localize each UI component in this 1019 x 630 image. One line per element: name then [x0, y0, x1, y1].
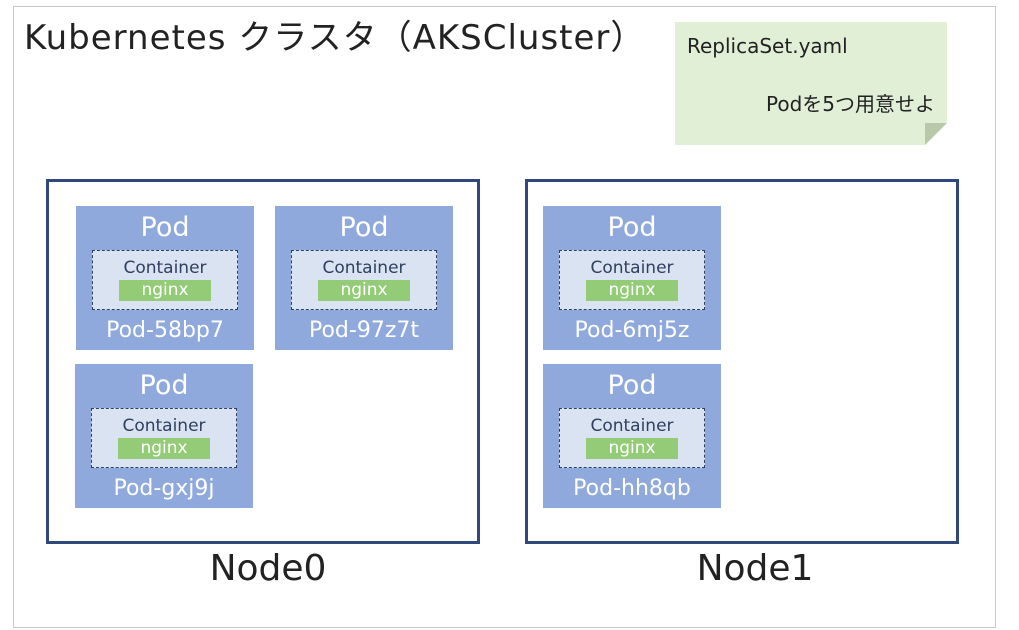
pod-name: Pod-gxj9j	[113, 476, 215, 501]
container-label: Container	[590, 416, 674, 436]
container-box: Container nginx	[92, 250, 238, 310]
pod-title: Pod	[607, 370, 657, 401]
node-label-0: Node0	[209, 548, 327, 589]
image-label: nginx	[318, 280, 410, 301]
pod-title: Pod	[339, 212, 389, 243]
pod-name: Pod-97z7t	[308, 318, 419, 343]
cluster-title: Kubernetes クラスタ（AKSCluster）	[24, 18, 646, 58]
node-label-1: Node1	[696, 548, 814, 589]
container-box: Container nginx	[291, 250, 437, 310]
pod-title: Pod	[607, 212, 657, 243]
pod-box: Pod Container nginx Pod-97z7t	[275, 206, 453, 350]
note-filename: ReplicaSet.yaml	[687, 34, 848, 58]
pod-box: Pod Container nginx Pod-6mj5z	[543, 206, 721, 350]
sticky-note: ReplicaSet.yaml Podを5つ用意せよ	[675, 22, 947, 145]
container-label: Container	[322, 258, 406, 278]
pod-name: Pod-58bp7	[106, 318, 224, 343]
pod-box: Pod Container nginx Pod-gxj9j	[75, 364, 253, 508]
image-label: nginx	[118, 438, 210, 459]
container-label: Container	[590, 258, 674, 278]
container-box: Container nginx	[91, 408, 237, 468]
pod-title: Pod	[139, 370, 189, 401]
note-text: Podを5つ用意せよ	[765, 92, 935, 116]
pod-name: Pod-hh8qb	[573, 476, 691, 501]
image-label: nginx	[119, 280, 211, 301]
pod-box: Pod Container nginx Pod-58bp7	[76, 206, 254, 350]
pod-name: Pod-6mj5z	[574, 318, 690, 343]
container-box: Container nginx	[559, 250, 705, 310]
container-label: Container	[122, 416, 206, 436]
image-label: nginx	[586, 280, 678, 301]
container-box: Container nginx	[559, 408, 705, 468]
pod-title: Pod	[140, 212, 190, 243]
container-label: Container	[123, 258, 207, 278]
image-label: nginx	[586, 438, 678, 459]
pod-box: Pod Container nginx Pod-hh8qb	[543, 364, 721, 508]
